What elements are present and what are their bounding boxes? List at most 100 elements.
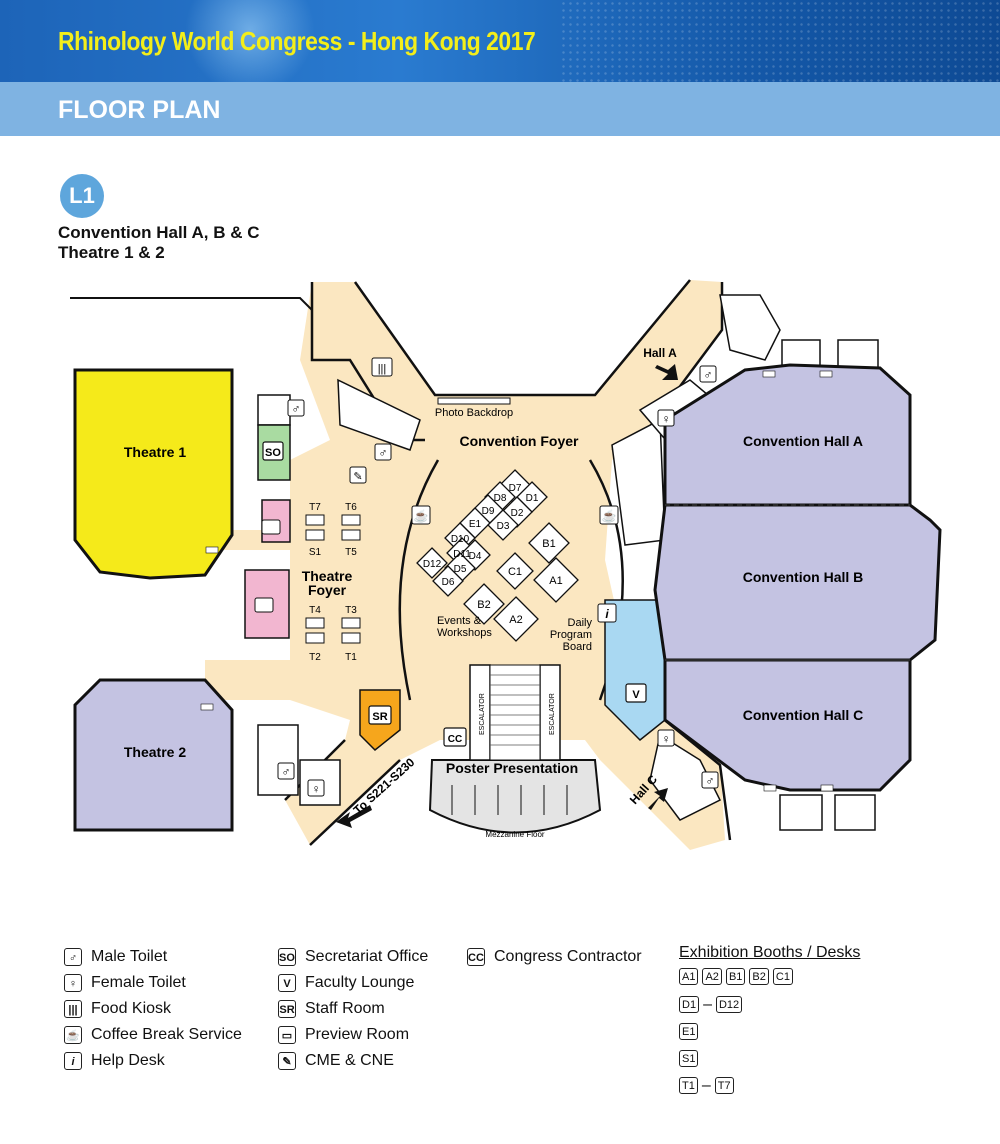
room-top-right-3 bbox=[837, 339, 879, 371]
photo-backdrop-label: Photo Backdrop bbox=[435, 407, 513, 419]
convention-hall-b[interactable] bbox=[653, 503, 942, 662]
theatre-1[interactable] bbox=[73, 368, 234, 580]
poster-presentation-area[interactable] bbox=[428, 759, 602, 834]
banner-world-map-pattern bbox=[560, 0, 1000, 82]
booth-key: B1 bbox=[725, 968, 746, 986]
legend-label: Help Desk bbox=[91, 1052, 165, 1069]
coffee-cup-icon: ☕ bbox=[64, 1026, 82, 1044]
booth-D8: D8 bbox=[494, 493, 507, 504]
svg-text:♂: ♂ bbox=[292, 402, 301, 416]
hall-a-label: Convention Hall A bbox=[743, 433, 863, 449]
legend-label: Coffee Break Service bbox=[91, 1026, 242, 1043]
room-toilet-lower bbox=[257, 724, 299, 796]
desk-T6: T6 bbox=[345, 502, 357, 513]
booth-A2: A2 bbox=[509, 614, 522, 626]
escalator-left-label: ESCALATOR bbox=[479, 693, 486, 735]
daily-label-3: Board bbox=[563, 641, 592, 653]
theatre-foyer-label-2: Foyer bbox=[308, 582, 347, 598]
legend-female-toilet: ♀ Female Toilet bbox=[64, 974, 186, 994]
legend-male-toilet: ♂ Male Toilet bbox=[64, 948, 167, 968]
convention-foyer-label: Convention Foyer bbox=[459, 433, 579, 449]
legend-label: Staff Room bbox=[305, 1000, 385, 1017]
male-toilet-icon: ♂ bbox=[64, 948, 82, 966]
booth-key: D12 bbox=[715, 996, 743, 1014]
legend-preview-room: ▭Preview Room bbox=[278, 1026, 409, 1046]
booth-D11: D11 bbox=[453, 549, 471, 560]
to-rooms-arrow-icon bbox=[336, 805, 372, 828]
stair-steps bbox=[490, 674, 540, 746]
svg-text:♀: ♀ bbox=[312, 782, 321, 796]
banner-glow bbox=[180, 0, 320, 82]
mezzanine-label: Mezzanine Floor bbox=[485, 830, 544, 839]
faculty-lounge-icon: V bbox=[278, 974, 296, 992]
so-icon bbox=[262, 441, 284, 461]
monitor-icon: ▭ bbox=[278, 1026, 296, 1044]
convention-hall-c[interactable] bbox=[663, 658, 912, 792]
svg-text:☕: ☕ bbox=[414, 508, 429, 523]
female-toilet-icon: ♀ bbox=[64, 974, 82, 992]
level-description: Convention Hall A, B & C Theatre 1 & 2 bbox=[58, 223, 260, 263]
room-right-lower bbox=[649, 733, 722, 821]
legend-staff-room: SR Staff Room bbox=[278, 1000, 385, 1020]
legend-label: Food Kiosk bbox=[91, 1000, 172, 1017]
contractor-icon: CC bbox=[467, 948, 485, 966]
daily-label-1: Daily bbox=[568, 617, 593, 629]
hall-a-arrow-label: Hall A bbox=[643, 346, 677, 360]
booth-D9: D9 bbox=[482, 506, 495, 517]
info-icon: i bbox=[64, 1052, 82, 1070]
cc-map-label: CC bbox=[448, 734, 462, 745]
poster-boards bbox=[451, 785, 568, 815]
booth-key: A2 bbox=[702, 968, 722, 986]
booth-key: B2 bbox=[749, 968, 769, 986]
booth-D7: D7 bbox=[509, 483, 522, 494]
pencil-icon: ✎ bbox=[278, 1052, 296, 1070]
theatre-2[interactable] bbox=[73, 678, 234, 832]
secretariat-icon: SO bbox=[278, 948, 296, 966]
desk-T5: T5 bbox=[345, 547, 357, 558]
food-kiosk-icon: ||| bbox=[64, 1000, 82, 1018]
svg-text:|||: ||| bbox=[378, 363, 387, 375]
svg-text:i: i bbox=[605, 607, 609, 621]
floor-plan-map: ESCALATOR ESCALATOR SO bbox=[70, 279, 942, 850]
desk-T3: T3 bbox=[345, 605, 357, 616]
legend-label: Male Toilet bbox=[91, 948, 168, 965]
legend-booths-title: Exhibition Booths / Desks bbox=[679, 944, 861, 961]
daily-label-2: Program bbox=[550, 629, 592, 641]
booth-D10: D10 bbox=[451, 534, 470, 545]
booth-D1: D1 bbox=[526, 493, 539, 504]
booth-D6: D6 bbox=[442, 577, 455, 588]
legend-label: Female Toilet bbox=[91, 974, 186, 991]
staff-room-icon: SR bbox=[278, 1000, 296, 1018]
theatre-foyer-label-1: Theatre bbox=[302, 568, 353, 584]
cc-icon bbox=[443, 727, 467, 747]
booth-D12: D12 bbox=[423, 559, 442, 570]
legend-help-desk: i Help Desk bbox=[64, 1052, 165, 1072]
legend-label: Faculty Lounge bbox=[305, 974, 415, 991]
booth-key: E1 bbox=[679, 1023, 699, 1041]
events-label-1: Events & bbox=[437, 615, 482, 627]
stairs bbox=[489, 664, 541, 761]
booth-A1: A1 bbox=[549, 575, 562, 587]
legend-booth-row-4: S1 bbox=[679, 1050, 702, 1070]
level-badge: L1 bbox=[60, 174, 104, 218]
foyer-desks bbox=[305, 514, 361, 644]
booth-D2: D2 bbox=[511, 508, 524, 519]
svg-text:♂: ♂ bbox=[379, 446, 388, 460]
photo-backdrop-board bbox=[437, 397, 511, 405]
theatre-1-label: Theatre 1 bbox=[124, 444, 186, 460]
booth-key: T7 bbox=[714, 1077, 734, 1095]
legend-faculty-lounge: V Faculty Lounge bbox=[278, 974, 414, 994]
room-upper-left bbox=[337, 378, 421, 451]
events-label-2: Workshops bbox=[437, 627, 492, 639]
poster-label: Poster Presentation bbox=[446, 760, 578, 776]
section-title: FLOOR PLAN bbox=[58, 96, 221, 124]
desk-T4: T4 bbox=[309, 605, 321, 616]
legend-food-kiosk: ||| Food Kiosk bbox=[64, 1000, 171, 1020]
room-bottom-right bbox=[779, 794, 823, 831]
booth-B1: B1 bbox=[542, 538, 555, 550]
booth-D3: D3 bbox=[497, 521, 510, 532]
booth-D4: D4 bbox=[469, 551, 482, 562]
booth-key: C1 bbox=[772, 968, 793, 986]
legend-cme-cne: ✎CME & CNE bbox=[278, 1052, 394, 1072]
